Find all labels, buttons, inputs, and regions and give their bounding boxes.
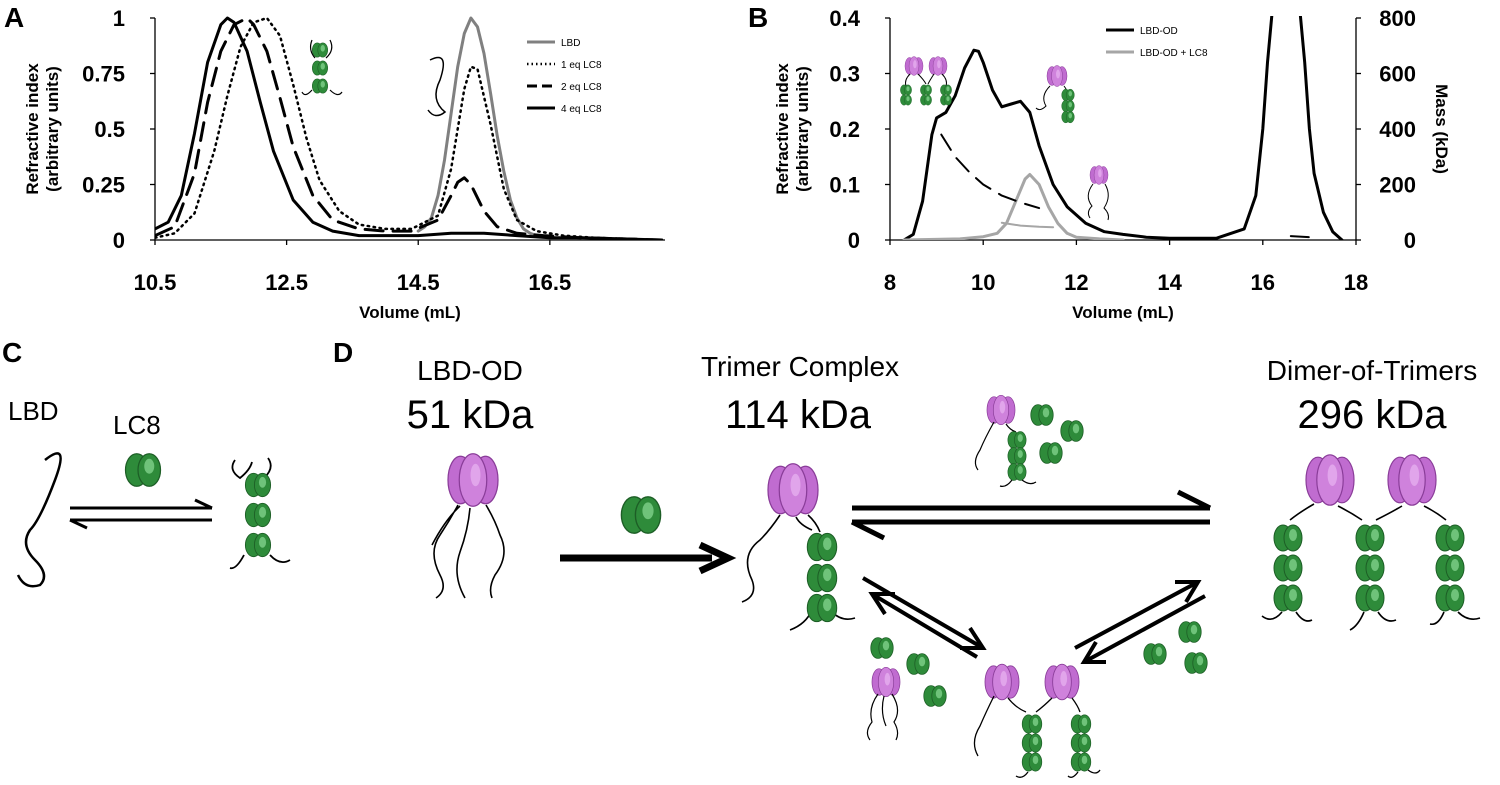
panel-c-lbd-chain-illustration [16, 452, 62, 588]
series-line-lbd [416, 16, 552, 240]
y-tick-label: 0.5 [94, 117, 125, 142]
series-line-b-4 [1289, 235, 1311, 239]
x-tick-label: 12.5 [265, 270, 308, 295]
panel-letter-d: D [333, 337, 353, 368]
x-tick-label: 14 [1157, 270, 1182, 295]
chart-b-dimer-of-trimers-illustration [900, 56, 952, 106]
y2-tick-label: 400 [1379, 117, 1416, 142]
panel-c-equilibrium-arrows [69, 498, 213, 530]
y2-axis-label: Mass (kDa) [1432, 84, 1451, 174]
panel-d-lbd-od-mass: 51 kDa [407, 393, 534, 437]
y-tick-label: 0.4 [829, 6, 860, 31]
chart-b-trimer-illustration [1035, 65, 1075, 124]
panel-d-dimer-title: Dimer-of-Trimers [1267, 355, 1478, 386]
panel-d-lower-left-free-species [866, 637, 947, 741]
panel-letter-c: C [2, 337, 22, 368]
y-tick-label: 0 [113, 228, 125, 253]
series-line-b-1 [1298, 16, 1344, 240]
legend-label: LBD-OD + LC8 [1140, 48, 1208, 59]
y-tick-label: 0 [848, 228, 860, 253]
panel-c-lc8-label: LC8 [113, 410, 161, 440]
y2-tick-label: 200 [1379, 173, 1416, 198]
series-line-lbd-od-lc8 [902, 173, 1125, 240]
panel-letter-a: A [4, 2, 24, 33]
y2-tick-label: 0 [1404, 228, 1416, 253]
x-axis-label: Volume (mL) [1072, 303, 1174, 322]
x-tick-label: 16.5 [528, 270, 571, 295]
panel-d-lbd-od-illustration [431, 453, 505, 599]
y-tick-label: 0.25 [82, 173, 125, 198]
panel-d-trimer-title: Trimer Complex [701, 351, 899, 382]
x-tick-label: 14.5 [397, 270, 440, 295]
panel-d-top-intermediate-illustration [974, 394, 1084, 487]
chart-b: 8 10 12 14 16 18 0 0.1 0.2 0.3 0.4 0 200 400 600 800Vol… [773, 6, 1451, 322]
legend-label: LBD [561, 38, 580, 49]
panel-d-lc8-added-illustration [620, 496, 662, 534]
legend-label: 1 eq LC8 [561, 60, 602, 71]
panel-d-dimer-of-trimers-illustration [1261, 454, 1481, 631]
x-tick-label: 10.5 [134, 270, 177, 295]
panel-d-lower-right-arrows [1074, 580, 1206, 664]
x-tick-label: 10 [971, 270, 995, 295]
y-axis-label-line1: Refractive index [773, 63, 792, 195]
panel-c-lbd-label: LBD [8, 396, 59, 426]
x-tick-label: 18 [1344, 270, 1368, 295]
y2-tick-label: 800 [1379, 6, 1416, 31]
y-tick-label: 0.1 [829, 173, 860, 198]
chart-a-complex-illustration [301, 39, 343, 96]
series-line-b-5 [1000, 221, 1055, 229]
x-axis-label: Volume (mL) [359, 303, 461, 322]
panel-c-lc8-dimer-illustration [124, 453, 162, 487]
panel-d-lbd-od-title: LBD-OD [417, 355, 523, 386]
panel-letter-b: B [748, 2, 768, 33]
series-line-b-3 [940, 133, 1041, 210]
panel-c-complex-illustration [229, 457, 291, 570]
series-line-1-eq-lc8 [155, 16, 663, 240]
y-tick-label: 0.75 [82, 62, 125, 87]
x-tick-label: 12 [1064, 270, 1088, 295]
panel-d-lower-right-free-lc8 [1143, 621, 1208, 674]
y-tick-label: 0.3 [829, 62, 860, 87]
series-line-2-eq-lc8 [155, 16, 664, 240]
series-line-4-eq-lc8 [155, 16, 664, 240]
chart-b-lbd-od-illustration [1087, 165, 1109, 221]
legend-label: LBD-OD [1140, 26, 1178, 37]
y2-tick-label: 600 [1379, 62, 1416, 87]
panel-d-lower-intermediate-illustration [973, 663, 1101, 778]
y-tick-label: 0.2 [829, 117, 860, 142]
legend-label: 2 eq LC8 [561, 82, 602, 93]
y-axis-label-line2: (arbitrary units) [43, 66, 62, 192]
panel-d-trimer-mass: 114 kDa [725, 393, 872, 437]
series-line-lbd-od [902, 16, 1274, 240]
panel-d-main-equilibrium-arrows [850, 489, 1212, 541]
panel-d-dimer-mass: 296 kDa [1298, 393, 1448, 437]
y-axis-label-line2: (arbitrary units) [793, 66, 812, 192]
x-tick-label: 16 [1251, 270, 1275, 295]
panel-d-binding-arrow [560, 541, 737, 575]
x-tick-label: 8 [884, 270, 896, 295]
legend-label: 4 eq LC8 [561, 104, 602, 115]
panel-d-lower-left-arrows [861, 576, 987, 659]
chart-a-lbd-illustration [427, 56, 447, 117]
y-axis-label-line1: Refractive index [23, 63, 42, 195]
panel-d-trimer-complex-illustration [741, 463, 856, 631]
y-tick-label: 1 [113, 6, 125, 31]
